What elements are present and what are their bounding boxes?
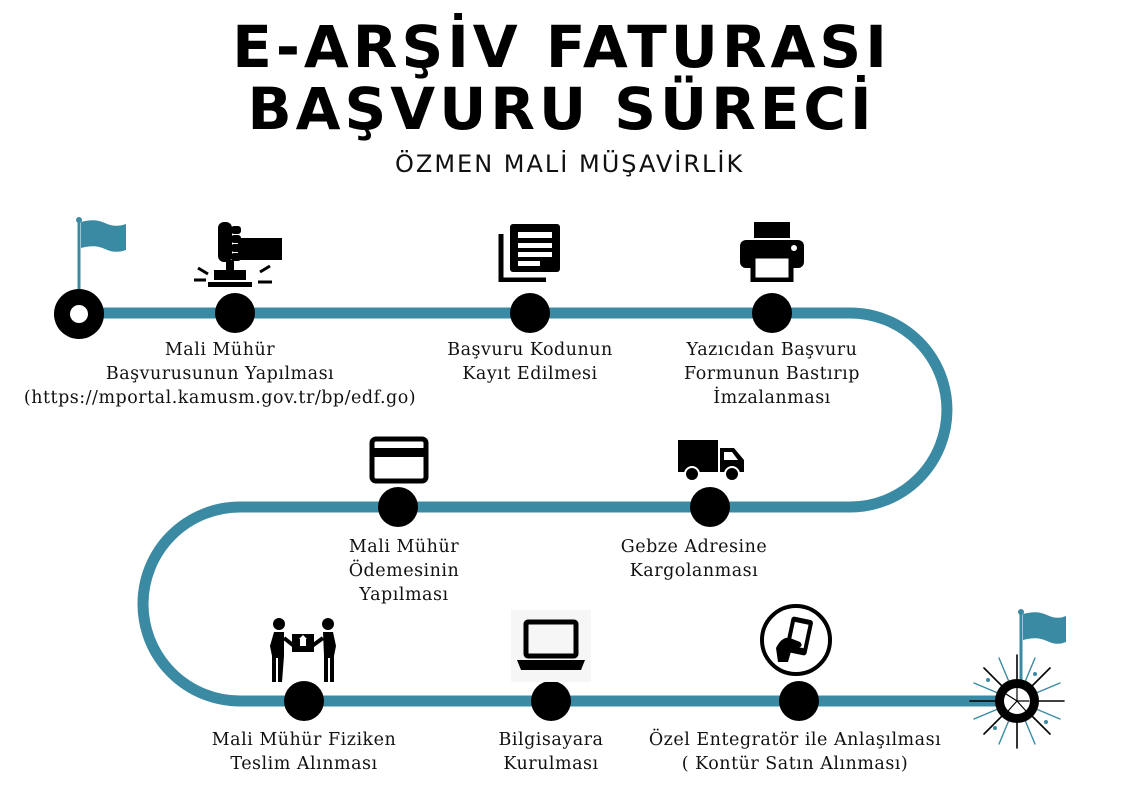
finish-burst-icon: [969, 654, 1065, 749]
step-node-3: [752, 293, 792, 333]
finish-flag-icon: [1018, 609, 1066, 685]
step-node-4: [690, 487, 730, 527]
title-line-2: BAŞVURU SÜRECİ: [247, 75, 876, 143]
step-4-line-2: Kargolanması: [629, 561, 759, 581]
step-3-line-3: İmzalanması: [713, 388, 831, 408]
step-6-line-2: Teslim Alınması: [230, 754, 378, 774]
step-label-1: Mali Mühür Başvurusunun Yapılması (https…: [24, 338, 416, 410]
step-6-line-1: Mali Mühür Fiziken: [211, 730, 397, 750]
delivery-truck-icon: [678, 440, 744, 482]
step-7-line-1: Bilgisayara: [498, 730, 604, 750]
printer-icon: [740, 222, 804, 282]
step-7-line-2: Kurulması: [503, 754, 599, 774]
step-node-1: [215, 293, 255, 333]
step-8-line-1: Özel Entegratör ile Anlaşılması: [648, 730, 942, 750]
credit-card-icon: [369, 436, 429, 484]
laptop-icon: [511, 610, 591, 682]
step-1-line-2: Başvurusunun Yapılması: [105, 364, 335, 384]
step-3-line-1: Yazıcıdan Başvuru: [686, 340, 858, 360]
road-path: [72, 307, 1021, 707]
step-3-line-2: Formunun Bastırıp: [684, 364, 860, 384]
document-stack-icon: [498, 224, 560, 282]
step-label-3: Yazıcıdan Başvuru Formunun Bastırıp İmza…: [684, 338, 860, 410]
title-line-1: E-ARŞİV FATURASI: [232, 13, 891, 81]
mobile-payment-icon: [760, 604, 832, 676]
step-5-line-3: Yapılması: [359, 585, 449, 605]
step-node-7: [531, 681, 571, 721]
subtitle: ÖZMEN MALİ MÜŞAVİRLİK: [395, 150, 745, 178]
step-label-6: Mali Mühür Fiziken Teslim Alınması: [212, 728, 397, 776]
start-flag-icon: [76, 217, 126, 298]
step-label-7: Bilgisayara Kurulması: [499, 728, 604, 776]
package-handover-icon: [270, 618, 336, 682]
hand-stamp-icon: [194, 222, 282, 287]
step-1-url: (https://mportal.kamusm.gov.tr/bp/edf.go…: [23, 388, 417, 408]
step-5-line-1: Mali Mühür: [348, 537, 460, 557]
step-node-8: [779, 681, 819, 721]
step-label-8: Özel Entegratör ile Anlaşılması ( Kontür…: [649, 728, 941, 776]
step-node-5: [378, 487, 418, 527]
step-5-line-2: Ödemesinin: [348, 561, 460, 581]
step-label-2: Başvuru Kodunun Kayıt Edilmesi: [447, 338, 613, 386]
step-label-5: Mali Mühür Ödemesinin Yapılması: [349, 535, 460, 607]
step-node-6: [284, 681, 324, 721]
step-4-line-1: Gebze Adresine: [620, 537, 768, 557]
step-1-line-1: Mali Mühür: [164, 340, 276, 360]
step-node-2: [510, 293, 550, 333]
step-2-line-2: Kayıt Edilmesi: [462, 364, 598, 384]
step-2-line-1: Başvuru Kodunun: [447, 340, 613, 360]
step-label-4: Gebze Adresine Kargolanması: [621, 535, 767, 583]
step-8-line-2: ( Kontür Satın Alınması): [681, 754, 909, 774]
